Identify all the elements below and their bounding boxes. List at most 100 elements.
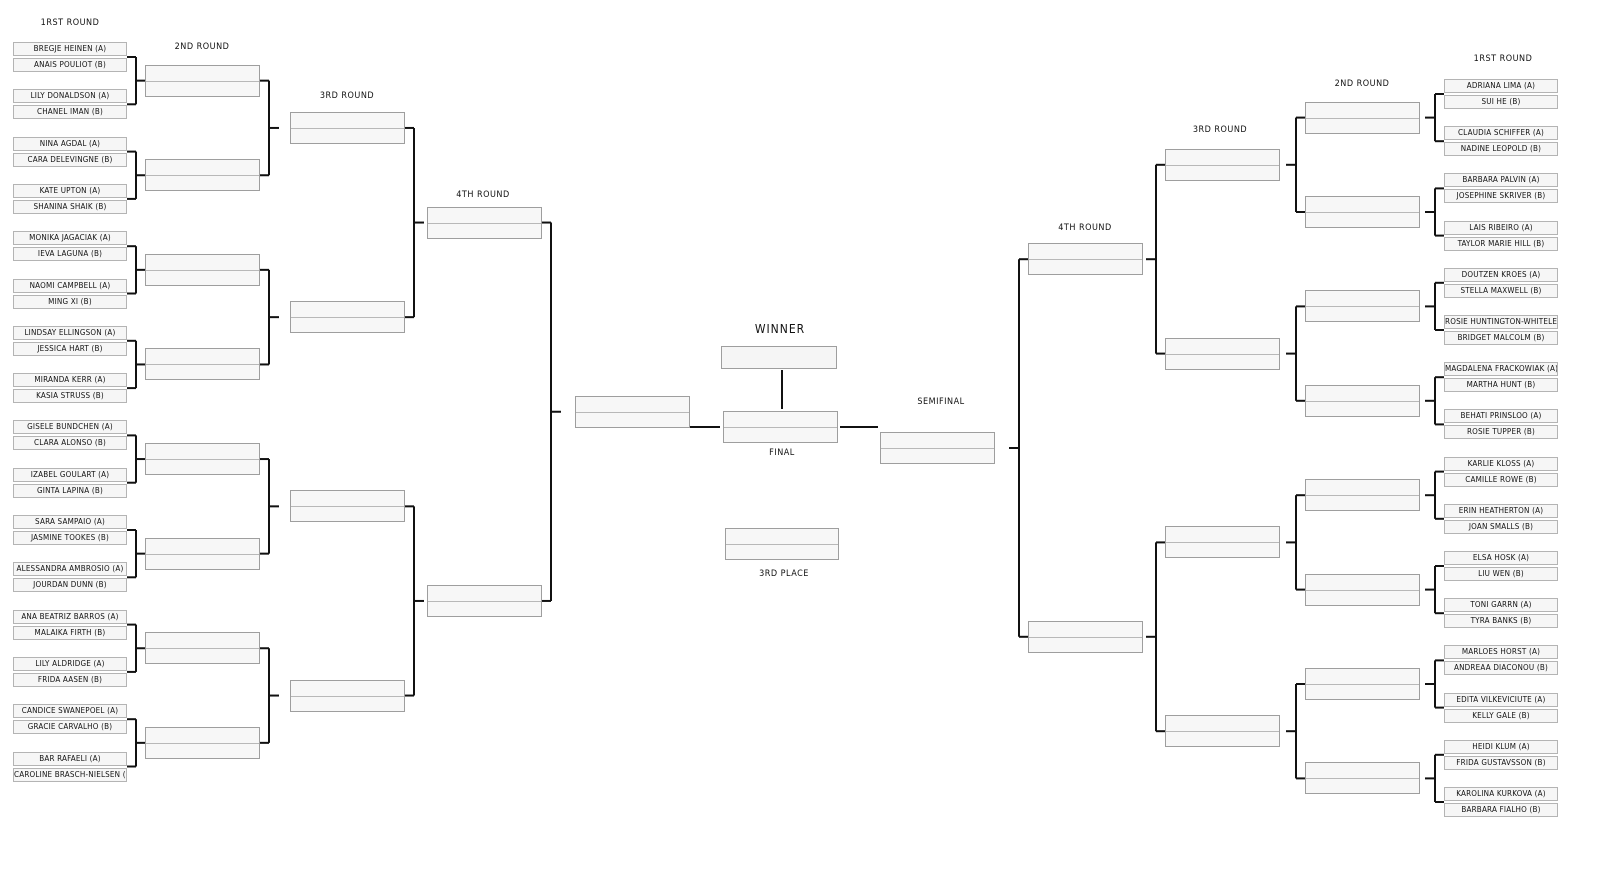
left-round1-slot[interactable]: KATE UPTON (A) [13,183,127,198]
left-round1-slot[interactable]: LILY ALDRIDGE (A) [13,656,127,671]
left-round3-match[interactable] [290,679,405,712]
left-round2-match[interactable] [145,64,260,97]
right-round1-slot[interactable]: BEHATI PRINSLOO (A) [1444,409,1558,424]
left-round4-match[interactable] [427,584,542,617]
left-round1-slot[interactable]: ANA BEATRIZ BARROS (A) [13,609,127,624]
right-round1-slot[interactable]: JOAN SMALLS (B) [1444,519,1558,534]
right-round3-match[interactable] [1165,715,1280,748]
left-round1-slot[interactable]: SARA SAMPAIO (A) [13,515,127,529]
left-round1-slot[interactable]: GRACIE CARVALHO (B) [13,720,127,735]
right-round1-slot[interactable]: MAGDALENA FRACKOWIAK (A) [1444,362,1558,377]
right-round2-match[interactable] [1305,762,1420,795]
left-round1-slot[interactable]: MING XI (B) [13,294,127,309]
right-round3-match[interactable] [1165,148,1280,181]
right-round1-slot[interactable]: MARTHA HUNT (B) [1444,378,1558,393]
left-round3-match[interactable] [290,490,405,523]
right-round3-match[interactable] [1165,526,1280,559]
final-match[interactable] [723,411,838,443]
right-round1-slot[interactable]: LAIS RIBEIRO (A) [1444,220,1558,235]
left-round1-slot[interactable]: LINDSAY ELLINGSON (A) [13,325,127,340]
left-round1-slot[interactable]: JASMINE TOOKES (B) [13,531,127,545]
left-round2-match[interactable] [145,632,260,665]
left-round1-slot[interactable]: JESSICA HART (B) [13,341,127,356]
left-round2-match[interactable] [145,726,260,759]
left-round2-match[interactable] [145,537,260,570]
left-round1-slot[interactable]: NINA AGDAL (A) [13,136,127,151]
right-round2-match[interactable] [1305,668,1420,700]
left-round1-slot[interactable]: ALESSANDRA AMBROSIO (A) [13,562,127,577]
right-round1-slot[interactable]: EDITA VILKEVICIUTE (A) [1444,692,1558,707]
right-round1-slot[interactable]: BRIDGET MALCOLM (B) [1444,331,1558,345]
left-round1-slot[interactable]: MIRANDA KERR (A) [13,373,127,388]
left-round3-match-divider [291,127,404,129]
left-round1-slot[interactable]: FRIDA AASEN (B) [13,672,127,687]
right-round1-slot[interactable]: ERIN HEATHERTON (A) [1444,503,1558,518]
right-round3-match[interactable] [1165,337,1280,370]
left-round2-match[interactable] [145,348,260,381]
winner-box[interactable] [721,346,837,369]
right-round1-slot[interactable]: LIU WEN (B) [1444,567,1558,581]
left-round3-match[interactable] [290,301,405,334]
left-round1-slot[interactable]: NAOMI CAMPBELL (A) [13,278,127,293]
right-round1-slot[interactable]: ANDREAA DIACONOU (B) [1444,661,1558,676]
left-round1-slot[interactable]: BAR RAFAELI (A) [13,751,127,766]
right-round1-slot[interactable]: TAYLOR MARIE HILL (B) [1444,236,1558,251]
left-round1-slot[interactable]: LILY DONALDSON (A) [13,89,127,104]
right-round2-match[interactable] [1305,196,1420,228]
right-round1-slot[interactable]: MARLOES HORST (A) [1444,645,1558,660]
left-round1-slot[interactable]: CANDICE SWANEPOEL (A) [13,704,127,719]
left-round1-slot[interactable]: CLARA ALONSO (B) [13,436,127,451]
left-round1-slot[interactable]: IZABEL GOULART (A) [13,467,127,482]
right-round2-match[interactable] [1305,384,1420,417]
left-round1-slot[interactable]: CHANEL IMAN (B) [13,105,127,120]
right-round1-slot[interactable]: FRIDA GUSTAVSSON (B) [1444,755,1558,770]
right-round1-slot[interactable]: TYRA BANKS (B) [1444,614,1558,629]
right-round4-match[interactable] [1028,620,1143,653]
right-round1-slot[interactable]: HEIDI KLUM (A) [1444,739,1558,754]
left-round3-match-divider [291,317,404,319]
third-place-label: 3RD PLACE [759,569,809,579]
right-round1-slot[interactable]: SUI HE (B) [1444,95,1558,109]
left-round1-slot[interactable]: BREGJE HEINEN (A) [13,42,127,56]
right-round1-slot[interactable]: NADINE LEOPOLD (B) [1444,142,1558,157]
right-round1-slot[interactable]: TONI GARRN (A) [1444,598,1558,613]
right-round1-slot[interactable]: ROSIE HUNTINGTON-WHITELEY (A) [1444,315,1558,329]
right-round2-match[interactable] [1305,101,1420,134]
left-round4-match[interactable] [427,206,542,239]
left-round1-slot[interactable]: KASIA STRUSS (B) [13,389,127,404]
left-round2-match[interactable] [145,253,260,286]
left-round2-match[interactable] [145,159,260,192]
left-round2-match[interactable] [145,443,260,476]
right-round2-match[interactable] [1305,573,1420,606]
left-round3-match[interactable] [290,111,405,144]
right-round1-slot[interactable]: KARLIE KLOSS (A) [1444,456,1558,471]
right-round1-slot[interactable]: BARBARA FIALHO (B) [1444,803,1558,817]
left-round1-slot[interactable]: JOURDAN DUNN (B) [13,578,127,593]
right-round1-slot[interactable]: CAMILLE ROWE (B) [1444,472,1558,487]
right-round1-slot[interactable]: STELLA MAXWELL (B) [1444,283,1558,298]
right-round1-slot[interactable]: DOUTZEN KROES (A) [1444,267,1558,282]
left-round1-slot[interactable]: MONIKA JAGACIAK (A) [13,231,127,246]
right-round1-slot[interactable]: KAROLINA KURKOVA (A) [1444,787,1558,801]
left-round1-slot[interactable]: GINTA LAPINA (B) [13,483,127,498]
left-round1-slot[interactable]: IEVA LAGUNA (B) [13,247,127,262]
left-round1-slot[interactable]: ANAIS POULIOT (B) [13,58,127,72]
left-round1-slot[interactable]: CARA DELEVINGNE (B) [13,152,127,167]
right-round1-slot[interactable]: CLAUDIA SCHIFFER (A) [1444,126,1558,141]
right-round4-match[interactable] [1028,243,1143,276]
right-round2-match[interactable] [1305,479,1420,512]
left-round1-slot[interactable]: CAROLINE BRASCH-NIELSEN (B) [13,767,127,782]
right-round5-match[interactable] [880,432,995,464]
left-round1-slot[interactable]: SHANINA SHAIK (B) [13,199,127,214]
right-round1-slot[interactable]: KELLY GALE (B) [1444,708,1558,723]
right-round2-match[interactable] [1305,290,1420,323]
left-round1-slot[interactable]: MALAIKA FIRTH (B) [13,625,127,640]
right-round1-slot[interactable]: BARBARA PALVIN (A) [1444,173,1558,188]
third-place-match[interactable] [725,528,839,560]
right-round1-slot[interactable]: ELSA HOSK (A) [1444,551,1558,565]
left-round1-slot[interactable]: GISELE BUNDCHEN (A) [13,420,127,435]
right-round1-slot[interactable]: JOSEPHINE SKRIVER (B) [1444,189,1558,204]
right-round1-slot[interactable]: ROSIE TUPPER (B) [1444,425,1558,440]
left-round5-match[interactable] [575,395,690,428]
right-round1-slot[interactable]: ADRIANA LIMA (A) [1444,79,1558,93]
